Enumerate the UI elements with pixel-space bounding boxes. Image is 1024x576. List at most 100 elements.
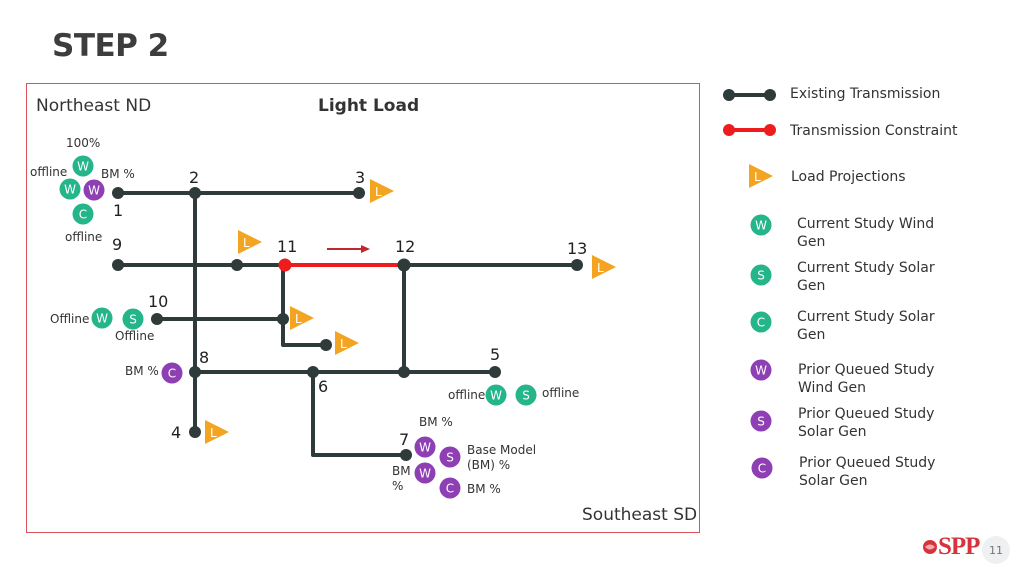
- current-solar-gen-icon: S: [750, 264, 772, 286]
- bus-node: [571, 259, 583, 271]
- gen-circle: [439, 446, 461, 468]
- gen-letter: W: [96, 312, 108, 326]
- gen-circle: [72, 155, 94, 177]
- prior-solar-gen-c-icon: C: [751, 457, 773, 479]
- load-letter: L: [375, 185, 382, 199]
- current-solar-gen-icon: S: [515, 384, 537, 406]
- gen-letter: W: [755, 219, 767, 233]
- current-wind-gen-icon: W: [59, 178, 81, 200]
- gen-circle: [439, 477, 461, 499]
- bus-node: [398, 366, 410, 378]
- bus-label-8: 8: [199, 348, 210, 367]
- bus-node: [307, 366, 319, 378]
- note-bm-percent: BM %: [392, 464, 411, 493]
- load-triangle: [205, 420, 229, 444]
- current-wind-gen-icon: W: [91, 307, 113, 329]
- gen-circle: [485, 384, 507, 406]
- gen-letter: C: [757, 316, 765, 330]
- bus-node: [112, 187, 124, 199]
- current-solar-gen-c-icon: C: [750, 311, 772, 333]
- gen-circle: [414, 462, 436, 484]
- bus-node: [353, 187, 365, 199]
- note-bm-percent: BM %: [467, 482, 501, 496]
- bus-label-1: 1: [113, 201, 124, 220]
- bus-node: [397, 258, 411, 272]
- legend-label-current-solar: Current Study Solar Gen: [797, 260, 935, 294]
- gen-letter: W: [419, 441, 431, 455]
- transmission-constraint-node-icon: [764, 124, 776, 136]
- prior-wind-gen-icon: W: [414, 436, 436, 458]
- spp-logo-text: SPP: [938, 533, 980, 560]
- current-wind-gen-icon: W: [72, 155, 94, 177]
- bus-node-constrained: [278, 258, 292, 272]
- flow-arrow-head-icon: [361, 245, 370, 253]
- gen-circle: [72, 203, 94, 225]
- note-offline: Offline: [115, 329, 155, 343]
- bus-node: [189, 187, 201, 199]
- bus-node: [151, 313, 163, 325]
- bus-label-6: 6: [318, 377, 329, 396]
- bus-label-9: 9: [112, 235, 123, 254]
- gen-circle: [83, 179, 105, 201]
- bus-label-11: 11: [277, 237, 298, 256]
- gen-letter: W: [490, 389, 502, 403]
- load-letter: L: [210, 426, 217, 440]
- bus-label-2: 2: [189, 168, 200, 187]
- note-bm-percent: BM %: [419, 415, 453, 429]
- gen-letter: W: [419, 467, 431, 481]
- gen-letter: C: [758, 462, 766, 476]
- legend-label-transmission-constraint: Transmission Constraint: [790, 123, 958, 139]
- load-triangle: [592, 255, 616, 279]
- transmission-constraint-node-icon: [723, 124, 735, 136]
- note-offline: offline: [30, 165, 68, 179]
- load-letter: L: [597, 261, 604, 275]
- load-projection-icon: L: [205, 420, 229, 444]
- load-triangle: [290, 306, 314, 330]
- prior-solar-gen-icon: C: [161, 362, 183, 384]
- load-projection-icon: L: [335, 331, 359, 355]
- bus-node: [231, 259, 243, 271]
- gen-letter: S: [757, 415, 765, 429]
- bus-node: [320, 339, 332, 351]
- bus-node: [277, 313, 289, 325]
- legend-label-prior-solar-c: Prior Queued Study Solar Gen: [799, 455, 936, 489]
- bus-node: [189, 426, 201, 438]
- transmission-lines: [118, 191, 577, 457]
- gen-circle: [750, 214, 772, 236]
- gen-letter: S: [757, 269, 765, 283]
- current-wind-gen-icon: W: [750, 214, 772, 236]
- gen-circle: [122, 308, 144, 330]
- gen-letter: W: [77, 160, 89, 174]
- prior-solar-gen-icon: S: [439, 446, 461, 468]
- gen-letter: S: [446, 451, 454, 465]
- note-100-percent: 100%: [66, 136, 101, 150]
- load-letter: L: [295, 312, 302, 326]
- bus-node: [112, 259, 124, 271]
- gen-circle: [515, 384, 537, 406]
- current-solar-gen-icon: C: [72, 203, 94, 225]
- load-projection-icon: L: [238, 230, 262, 254]
- gen-circle: [750, 264, 772, 286]
- note-offline: Offline: [50, 312, 90, 326]
- load-triangle: [238, 230, 262, 254]
- bus-label-10: 10: [148, 292, 169, 311]
- load-triangle: [370, 179, 394, 203]
- diagram-frame: [26, 83, 700, 533]
- bus-label-5: 5: [490, 345, 501, 364]
- gen-circle: [414, 436, 436, 458]
- spp-logo: SPP: [922, 533, 980, 561]
- prior-wind-gen-icon: W: [83, 179, 105, 201]
- note-offline: offline: [65, 230, 103, 244]
- load-triangle: [749, 164, 773, 188]
- prior-solar-gen-icon: C: [439, 477, 461, 499]
- current-wind-gen-icon: W: [485, 384, 507, 406]
- bus-label-13: 13: [567, 239, 588, 258]
- diagram-title: Light Load: [318, 96, 420, 116]
- gen-letter: C: [168, 367, 176, 381]
- gen-circle: [91, 307, 113, 329]
- gen-circle: [750, 410, 772, 432]
- legend-label-load-projections: Load Projections: [791, 169, 906, 185]
- gen-letter: W: [88, 184, 100, 198]
